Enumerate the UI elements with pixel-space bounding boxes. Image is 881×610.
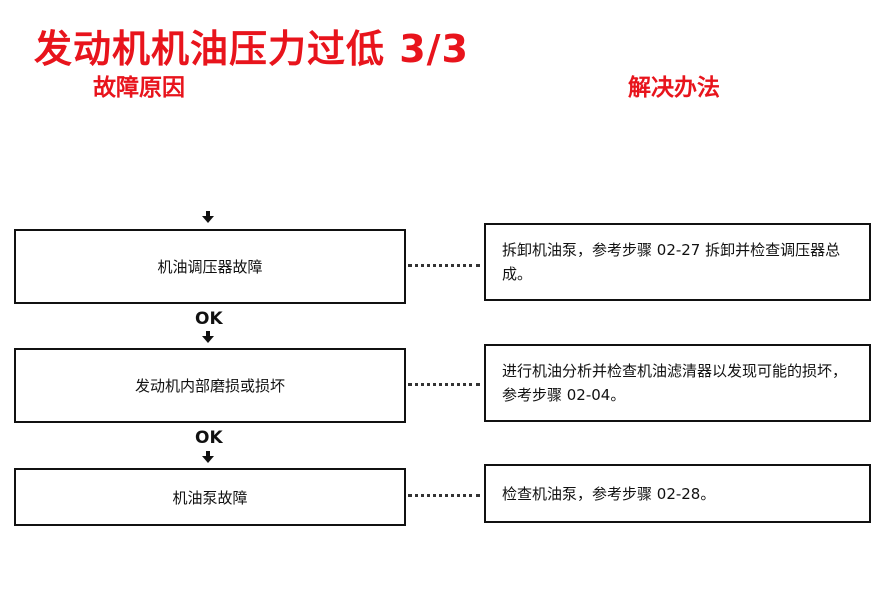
flow-arrow-icon xyxy=(202,331,214,343)
solution-column-header: 解决办法 xyxy=(628,75,720,101)
cause-text: 机油调压器故障 xyxy=(157,258,263,276)
solution-box-oil-pump: 检查机油泵，参考步骤 02-28。 xyxy=(484,464,871,523)
dotted-connector xyxy=(408,494,480,497)
cause-box-regulator: 机油调压器故障 xyxy=(14,229,406,304)
ok-label: OK xyxy=(195,428,223,448)
flow-arrow-icon xyxy=(202,451,214,463)
cause-column-header: 故障原因 xyxy=(93,75,185,101)
solution-text: 检查机油泵，参考步骤 02-28。 xyxy=(502,484,716,503)
cause-box-engine-wear: 发动机内部磨损或损坏 xyxy=(14,348,406,423)
solution-box-engine-wear: 进行机油分析并检查机油滤清器以发现可能的损坏，参考步骤 02-04。 xyxy=(484,344,871,422)
solution-text: 进行机油分析并检查机油滤清器以发现可能的损坏，参考步骤 02-04。 xyxy=(502,362,848,404)
flow-arrow-icon xyxy=(202,211,214,223)
solution-box-regulator: 拆卸机油泵，参考步骤 02-27 拆卸并检查调压器总成。 xyxy=(484,223,871,301)
page-title: 发动机机油压力过低 3/3 xyxy=(34,27,469,71)
dotted-connector xyxy=(408,264,480,267)
cause-text: 发动机内部磨损或损坏 xyxy=(134,377,285,395)
cause-box-oil-pump: 机油泵故障 xyxy=(14,468,406,526)
solution-text: 拆卸机油泵，参考步骤 02-27 拆卸并检查调压器总成。 xyxy=(502,241,841,283)
dotted-connector xyxy=(408,383,480,386)
cause-text: 机油泵故障 xyxy=(172,488,248,507)
ok-label: OK xyxy=(195,309,223,329)
